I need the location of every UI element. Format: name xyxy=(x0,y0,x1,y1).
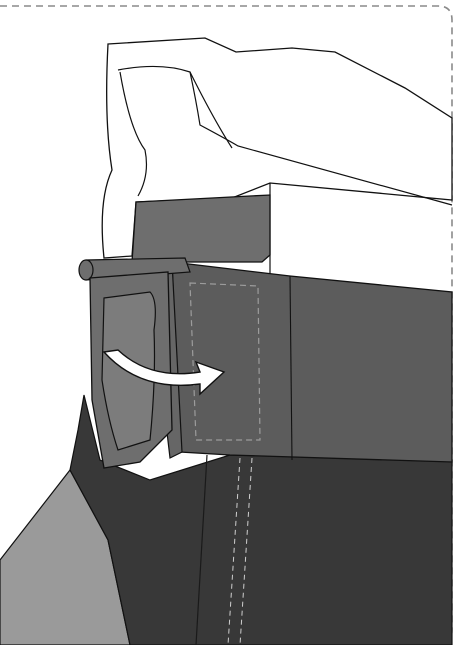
buckle-bar-end xyxy=(79,260,93,280)
rear-loop-panel xyxy=(132,195,270,262)
belt-band xyxy=(172,262,452,462)
